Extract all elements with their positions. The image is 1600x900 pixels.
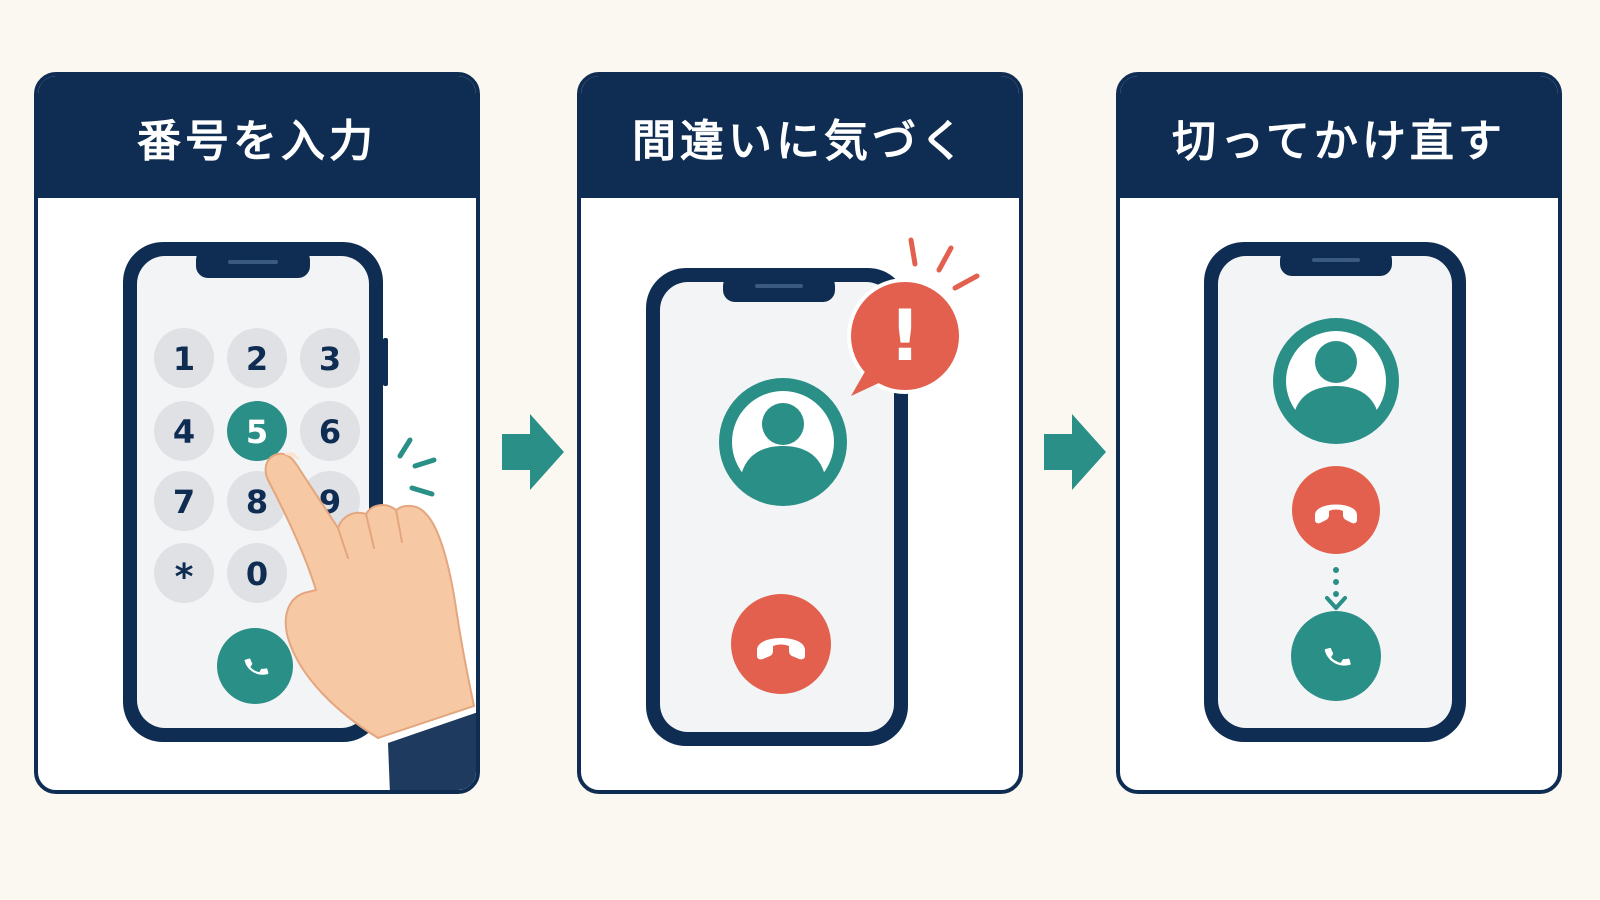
- key-5-highlighted[interactable]: 5: [227, 401, 287, 461]
- call-button[interactable]: [217, 628, 293, 704]
- step-title: 番号を入力: [38, 76, 476, 198]
- step-illustration: 1 2 3 4 5: [38, 198, 476, 790]
- key-label: *: [175, 557, 194, 598]
- redial-illustration: [1204, 242, 1466, 742]
- key-0[interactable]: 0: [227, 543, 287, 603]
- step-illustration: [1120, 198, 1558, 790]
- key-2[interactable]: 2: [227, 328, 287, 388]
- step-panel-enter-number: 番号を入力 1 2: [34, 72, 480, 794]
- key-label: 6: [319, 413, 341, 451]
- key-6[interactable]: 6: [300, 401, 360, 461]
- phone-hangup-icon: [1315, 504, 1357, 524]
- smartphone: [646, 268, 908, 746]
- step-title: 切ってかけ直す: [1120, 76, 1558, 198]
- key-1[interactable]: 1: [154, 328, 214, 388]
- arrow-right-icon: [502, 414, 564, 490]
- phone-call-icon: [1324, 647, 1351, 666]
- alert-burst-lines: [908, 237, 980, 291]
- key-label: 8: [246, 483, 268, 521]
- phone-call-icon: [244, 658, 269, 675]
- hangup-button[interactable]: [1292, 466, 1380, 554]
- key-label: 1: [173, 340, 195, 378]
- exclamation-speech-bubble-icon: !: [847, 278, 963, 396]
- tap-motion-lines: [397, 437, 437, 497]
- person-avatar-icon: [719, 378, 847, 506]
- mistake-illustration: !: [646, 237, 980, 746]
- person-avatar-icon: [1273, 318, 1399, 444]
- key-star[interactable]: *: [154, 543, 214, 603]
- key-label: 7: [173, 483, 195, 521]
- call-button[interactable]: [1291, 611, 1381, 701]
- phone-hangup-icon: [757, 638, 805, 660]
- dial-illustration: 1 2 3 4 5: [123, 242, 476, 790]
- pointing-hand-icon: [264, 452, 476, 790]
- key-label: 3: [319, 340, 341, 378]
- step-panel-notice-mistake: 間違いに気づく: [577, 72, 1023, 794]
- key-label: 2: [246, 340, 268, 378]
- key-4[interactable]: 4: [154, 401, 214, 461]
- alert-glyph: !: [889, 295, 921, 377]
- key-label: 5: [246, 413, 268, 451]
- hangup-button[interactable]: [731, 594, 831, 694]
- key-label: 0: [246, 555, 268, 593]
- step-panel-hang-up-and-redial: 切ってかけ直す: [1116, 72, 1562, 794]
- key-7[interactable]: 7: [154, 471, 214, 531]
- dotted-arrow-down-icon: [1325, 567, 1347, 610]
- key-3[interactable]: 3: [300, 328, 360, 388]
- step-title: 間違いに気づく: [581, 76, 1019, 198]
- step-illustration: !: [581, 198, 1019, 790]
- arrow-right-icon: [1044, 414, 1106, 490]
- key-label: 4: [173, 413, 195, 451]
